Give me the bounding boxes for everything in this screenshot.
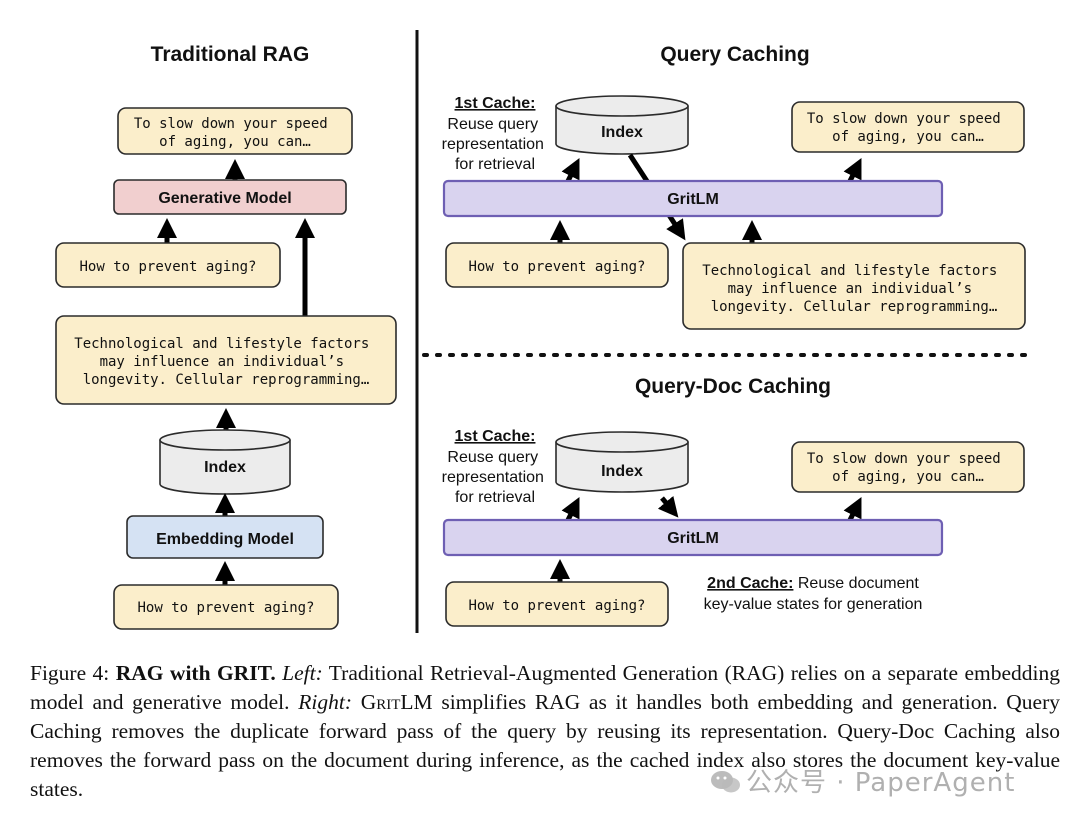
traditional-rag-panel: Traditional RAG To slow down your speed … xyxy=(55,43,397,630)
watermark-text: 公众号 · PaperAgent xyxy=(746,768,1016,798)
rag-output-box xyxy=(117,107,353,155)
caption-bold-title: RAG with GRIT. xyxy=(115,661,276,685)
caption-right-text: simplifies RAG as it handles both embedd… xyxy=(30,690,1060,801)
watermark: 公众号 · PaperAgent xyxy=(710,762,1015,799)
generative-model-label: Generative Model xyxy=(158,190,291,207)
qc-gritlm-box xyxy=(442,179,944,218)
qc-output-box xyxy=(791,101,1025,153)
wechat-icon xyxy=(711,771,740,793)
figure-caption: Figure 4: RAG with GRIT. Left: Tradition… xyxy=(30,659,1060,804)
qdc-second-cache-label: 2nd Cache: xyxy=(707,575,793,592)
qdc-index-cylinder xyxy=(555,431,689,493)
qdc-second-cache-line1: 2nd Cache: Reuse document xyxy=(707,575,919,592)
rag-query-box xyxy=(55,242,281,288)
qc-output-text: To slow down your speed of aging, you ca… xyxy=(807,111,1009,145)
qdc-arrow-index-to-gritlm xyxy=(657,495,679,518)
generative-model-box xyxy=(113,179,347,215)
qc-query-box xyxy=(445,242,669,288)
qdc-arrow-gritlm-to-output xyxy=(843,497,862,522)
rag-index-cylinder xyxy=(159,429,291,495)
qdc-output-text: To slow down your speed of aging, you ca… xyxy=(807,451,1009,485)
rag-index-label: Index xyxy=(204,459,246,476)
rag-query-text: How to prevent aging? xyxy=(79,259,256,275)
qc-query-text: How to prevent aging? xyxy=(468,259,645,275)
embedding-model-label: Embedding Model xyxy=(156,531,294,548)
qc-index-cylinder xyxy=(555,95,689,155)
caption-left-text: Traditional Retrieval-Augmented Generati… xyxy=(30,661,1061,714)
caption-prefix: Figure 4: xyxy=(30,661,116,685)
query-caching-panel: Query Caching 1st Cache: Reuse query rep… xyxy=(442,43,1026,330)
rag-output-text: To slow down your speed of aging, you ca… xyxy=(134,116,336,150)
qdc-second-cache-desc: Reuse document xyxy=(793,575,919,592)
qdc-arrow-gritlm-to-index xyxy=(561,497,580,522)
qdc-output-box xyxy=(791,441,1025,493)
qc-arrow-gritlm-to-index xyxy=(561,158,580,183)
rag-bottom-query-box xyxy=(113,584,339,630)
qc-cache-label: 1st Cache: xyxy=(455,95,536,112)
rag-document-box xyxy=(55,315,397,405)
qdc-index-label: Index xyxy=(601,463,643,480)
qc-document-text: Technological and lifestyle factors may … xyxy=(702,263,1005,315)
caption-left-label: Left: xyxy=(282,661,323,685)
rag-document-text: Technological and lifestyle factors may … xyxy=(74,336,377,388)
qdc-cache-description: Reuse query representation for retrieval xyxy=(442,449,549,506)
caption-gritlm-name: GritLM xyxy=(360,690,433,714)
query-doc-caching-panel: Query-Doc Caching 1st Cache: Reuse query… xyxy=(442,375,1025,627)
qc-gritlm-label: GritLM xyxy=(667,191,719,208)
rag-bottom-query-text: How to prevent aging? xyxy=(137,600,314,616)
qc-cache-description: Reuse query representation for retrieval xyxy=(442,116,549,173)
qdc-query-box xyxy=(445,581,669,627)
qdc-gritlm-box xyxy=(442,518,944,557)
embedding-model-box xyxy=(126,515,324,559)
qdc-gritlm-label: GritLM xyxy=(667,530,719,547)
qc-arrow-gritlm-to-output xyxy=(843,158,862,183)
caption-right-label: Right: xyxy=(298,690,352,714)
qdc-query-text: How to prevent aging? xyxy=(468,598,645,614)
qc-document-box xyxy=(682,242,1026,330)
traditional-rag-title: Traditional RAG xyxy=(151,43,310,66)
qc-index-label: Index xyxy=(601,124,643,141)
qdc-cache-label: 1st Cache: xyxy=(455,428,536,445)
query-doc-caching-title: Query-Doc Caching xyxy=(635,375,831,398)
query-caching-title: Query Caching xyxy=(660,43,809,66)
qdc-second-cache-line2: key-value states for generation xyxy=(704,596,923,613)
